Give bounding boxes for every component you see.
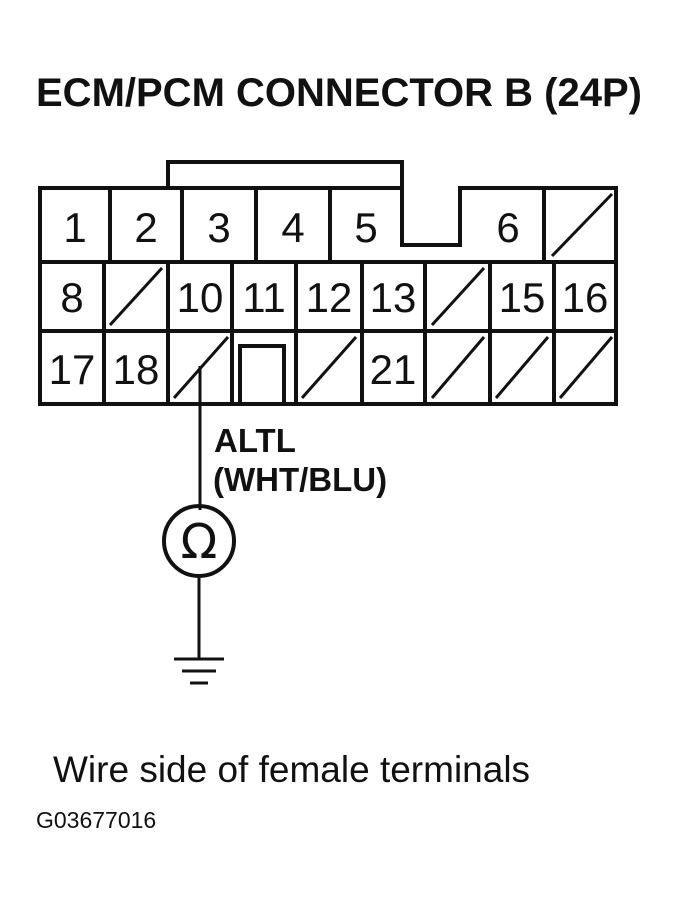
pin-label: 6 — [496, 204, 519, 251]
pin-row-3: 17 18 21 — [49, 346, 417, 393]
pin-label: 1 — [63, 204, 86, 251]
pin-label: 5 — [354, 204, 377, 251]
diagram-caption: Wire side of female terminals — [53, 749, 530, 790]
pin-label: 16 — [562, 274, 609, 321]
ohmmeter-icon: Ω — [162, 504, 236, 578]
unused-cavity-marks — [108, 192, 614, 399]
pin-label: 17 — [49, 346, 96, 393]
connector-lock-tab — [166, 160, 404, 188]
pin-label: 8 — [60, 274, 83, 321]
wire-name-label: ALTL — [214, 422, 296, 459]
pin-label: 11 — [242, 274, 286, 321]
connector-body — [38, 186, 618, 406]
pin-label: 18 — [113, 346, 160, 393]
pin-label: 10 — [177, 274, 224, 321]
pin-row-1: 1 2 3 4 5 6 — [63, 204, 519, 251]
pin-label: 12 — [306, 274, 353, 321]
pin-label: 2 — [134, 204, 157, 251]
pin-label: 15 — [499, 274, 546, 321]
ground-icon — [174, 657, 224, 685]
diagram-title: ECM/PCM CONNECTOR B (24P) — [36, 71, 642, 115]
pin-label: 4 — [281, 204, 304, 251]
pin-row-2: 8 10 11 12 13 15 16 — [60, 274, 608, 321]
pin-label: 3 — [207, 204, 230, 251]
pin-label: 21 — [370, 346, 417, 393]
figure-id: G03677016 — [36, 807, 156, 833]
wire-color-label: (WHT/BLU) — [213, 461, 387, 498]
pin-label: 13 — [370, 274, 417, 321]
ohm-symbol: Ω — [181, 514, 218, 570]
